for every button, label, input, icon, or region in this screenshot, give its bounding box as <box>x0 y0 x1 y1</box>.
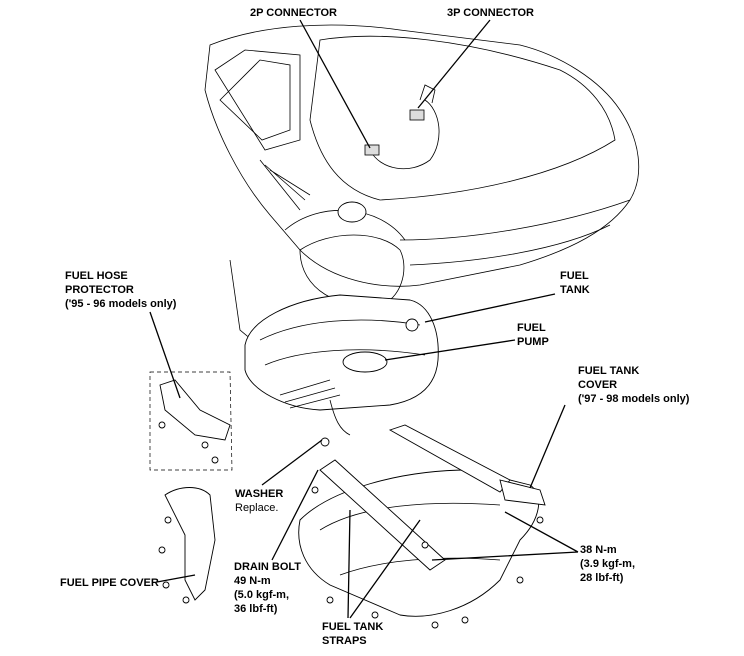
fuel-tank-strap-2 <box>388 424 511 493</box>
label-fuel-hose-protector-3: ('95 - 96 models only) <box>65 298 177 310</box>
label-drain-bolt-3: (5.0 kgf-m, <box>234 589 289 601</box>
fuel-hose-protector-part <box>149 371 233 471</box>
label-2p-connector: 2P CONNECTOR <box>250 7 337 19</box>
2p-connector-part <box>364 144 380 156</box>
label-fuel-hose-protector-1: FUEL HOSE <box>65 270 128 282</box>
label-3p-connector: 3P CONNECTOR <box>447 7 534 19</box>
fuel-pipe-cover-part <box>158 487 216 604</box>
connectors <box>364 84 440 169</box>
label-washer: WASHER <box>235 488 283 500</box>
label-fuel-pump-2: PUMP <box>517 336 549 348</box>
label-drain-bolt-1: DRAIN BOLT <box>234 561 301 573</box>
label-torque-38-1: 38 N-m <box>580 544 617 556</box>
tank-cover-and-straps <box>298 424 546 617</box>
bolts <box>311 437 544 629</box>
label-torque-38-3: 28 lbf-ft) <box>580 572 624 584</box>
label-fuel-tank-straps-1: FUEL TANK <box>322 621 383 633</box>
3p-connector-part <box>409 109 425 121</box>
fuel-tank <box>244 294 439 436</box>
fuel-pump-part <box>342 351 388 373</box>
label-fuel-tank-2: TANK <box>560 284 590 296</box>
label-washer-note: Replace. <box>235 502 278 514</box>
label-fuel-tank-cover-1: FUEL TANK <box>578 365 639 377</box>
label-fuel-pump-1: FUEL <box>517 322 546 334</box>
label-drain-bolt-4: 36 lbf-ft) <box>234 603 278 615</box>
label-fuel-tank-cover-2: COVER <box>578 379 617 391</box>
leader-lines <box>149 19 579 619</box>
label-fuel-tank-cover-3: ('97 - 98 models only) <box>578 393 690 405</box>
label-fuel-pipe-cover: FUEL PIPE COVER <box>60 577 159 589</box>
fuel-tank-strap-1 <box>319 459 446 571</box>
label-fuel-hose-protector-2: PROTECTOR <box>65 284 134 296</box>
label-drain-bolt-2: 49 N-m <box>234 575 271 587</box>
label-torque-38-2: (3.9 kgf-m, <box>580 558 635 570</box>
washer-part <box>320 437 330 447</box>
label-fuel-tank-straps-2: STRAPS <box>322 635 367 647</box>
label-fuel-tank-1: FUEL <box>560 270 589 282</box>
car-body <box>204 24 640 381</box>
